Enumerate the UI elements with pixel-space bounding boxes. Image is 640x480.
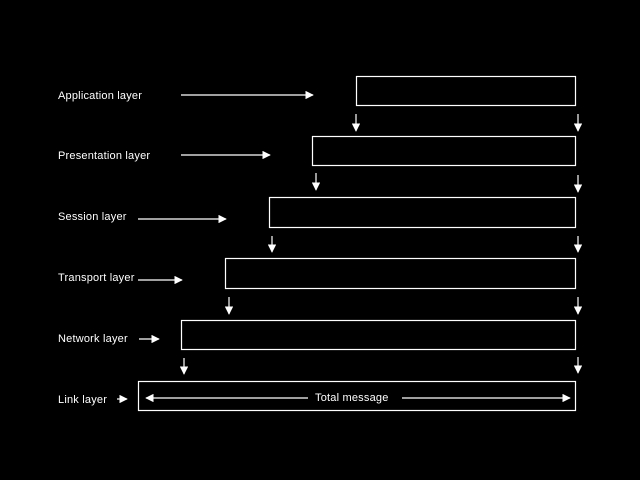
layer-label-application: Application layer: [58, 90, 142, 102]
layer-label-session: Session layer: [58, 211, 127, 223]
layer-label-transport: Transport layer: [58, 272, 135, 284]
application-layer-box: [355, 75, 577, 107]
network-layer-box: [180, 319, 577, 351]
layer-label-presentation: Presentation layer: [58, 150, 150, 162]
total-message-label: Total message: [315, 392, 389, 404]
layer-label-link: Link layer: [58, 394, 107, 406]
presentation-layer-box: [311, 135, 577, 167]
transport-layer-box: [224, 257, 577, 290]
session-layer-box: [268, 196, 577, 229]
layer-label-network: Network layer: [58, 333, 128, 345]
link-layer-box: [137, 380, 577, 412]
